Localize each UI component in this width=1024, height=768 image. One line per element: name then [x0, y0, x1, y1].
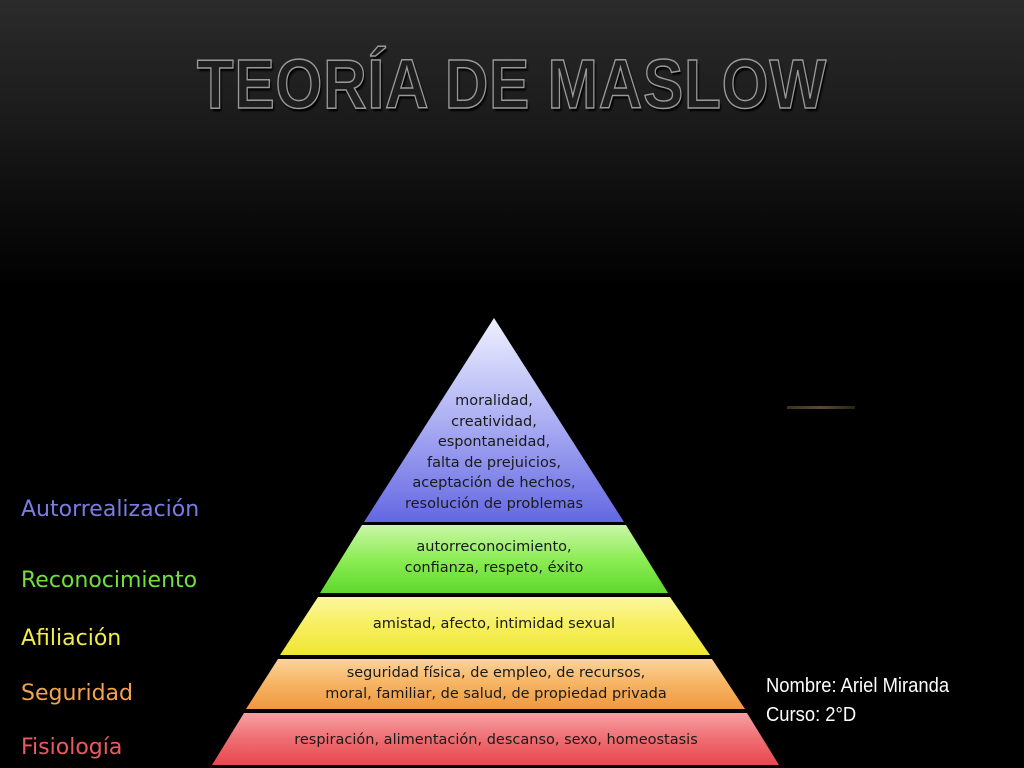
- tier-line: resolución de problemas: [404, 495, 584, 512]
- tier-text-afiliacion: amistad, afecto, intimidad sexual: [314, 614, 674, 635]
- tier-text-fisiologia: respiración, alimentación, descanso, sex…: [226, 730, 766, 751]
- decorative-line: [787, 406, 855, 409]
- tier-line: moral, familiar, de salud, de propiedad …: [325, 685, 667, 702]
- level-label-afiliacion: Afiliación: [21, 626, 122, 651]
- tier-seguridad: [246, 659, 745, 709]
- tier-text-seguridad: seguridad física, de empleo, de recursos…: [266, 663, 726, 704]
- tier-line: confianza, respeto, éxito: [404, 559, 584, 576]
- tier-text-reconocimiento: autorreconocimiento, confianza, respeto,…: [354, 537, 634, 578]
- tier-line: creatividad,: [451, 413, 537, 430]
- tier-reconocimiento: [320, 525, 668, 593]
- student-course: Curso: 2°D: [766, 704, 857, 726]
- level-label-reconocimiento: Reconocimiento: [21, 568, 198, 593]
- tier-text-autorrealizacion: moralidad, creatividad, espontaneidad, f…: [374, 391, 614, 514]
- level-label-autorrealizacion: Autorrealización: [21, 497, 200, 522]
- level-label-fisiologia: Fisiología: [21, 735, 123, 760]
- student-info: Nombre: Ariel Miranda Curso: 2°D: [766, 672, 949, 730]
- tier-afiliacion: [280, 597, 710, 655]
- slide-title: TEORÍA DE MASLOW: [196, 44, 828, 124]
- tier-line: seguridad física, de empleo, de recursos…: [346, 665, 646, 681]
- tier-line: respiración, alimentación, descanso, sex…: [294, 732, 698, 748]
- student-name: Nombre: Ariel Miranda: [766, 675, 950, 697]
- tier-line: aceptación de hechos,: [412, 475, 576, 491]
- tier-fisiologia: [212, 713, 779, 765]
- tier-line: falta de prejuicios,: [427, 454, 561, 471]
- level-label-seguridad: Seguridad: [21, 681, 133, 706]
- tier-line: amistad, afecto, intimidad sexual: [372, 616, 616, 632]
- tier-line: autorreconocimiento,: [416, 539, 572, 555]
- tier-line: espontaneidad,: [437, 434, 551, 450]
- tier-line: moralidad,: [455, 393, 533, 409]
- tier-autorrealizacion: [364, 318, 624, 522]
